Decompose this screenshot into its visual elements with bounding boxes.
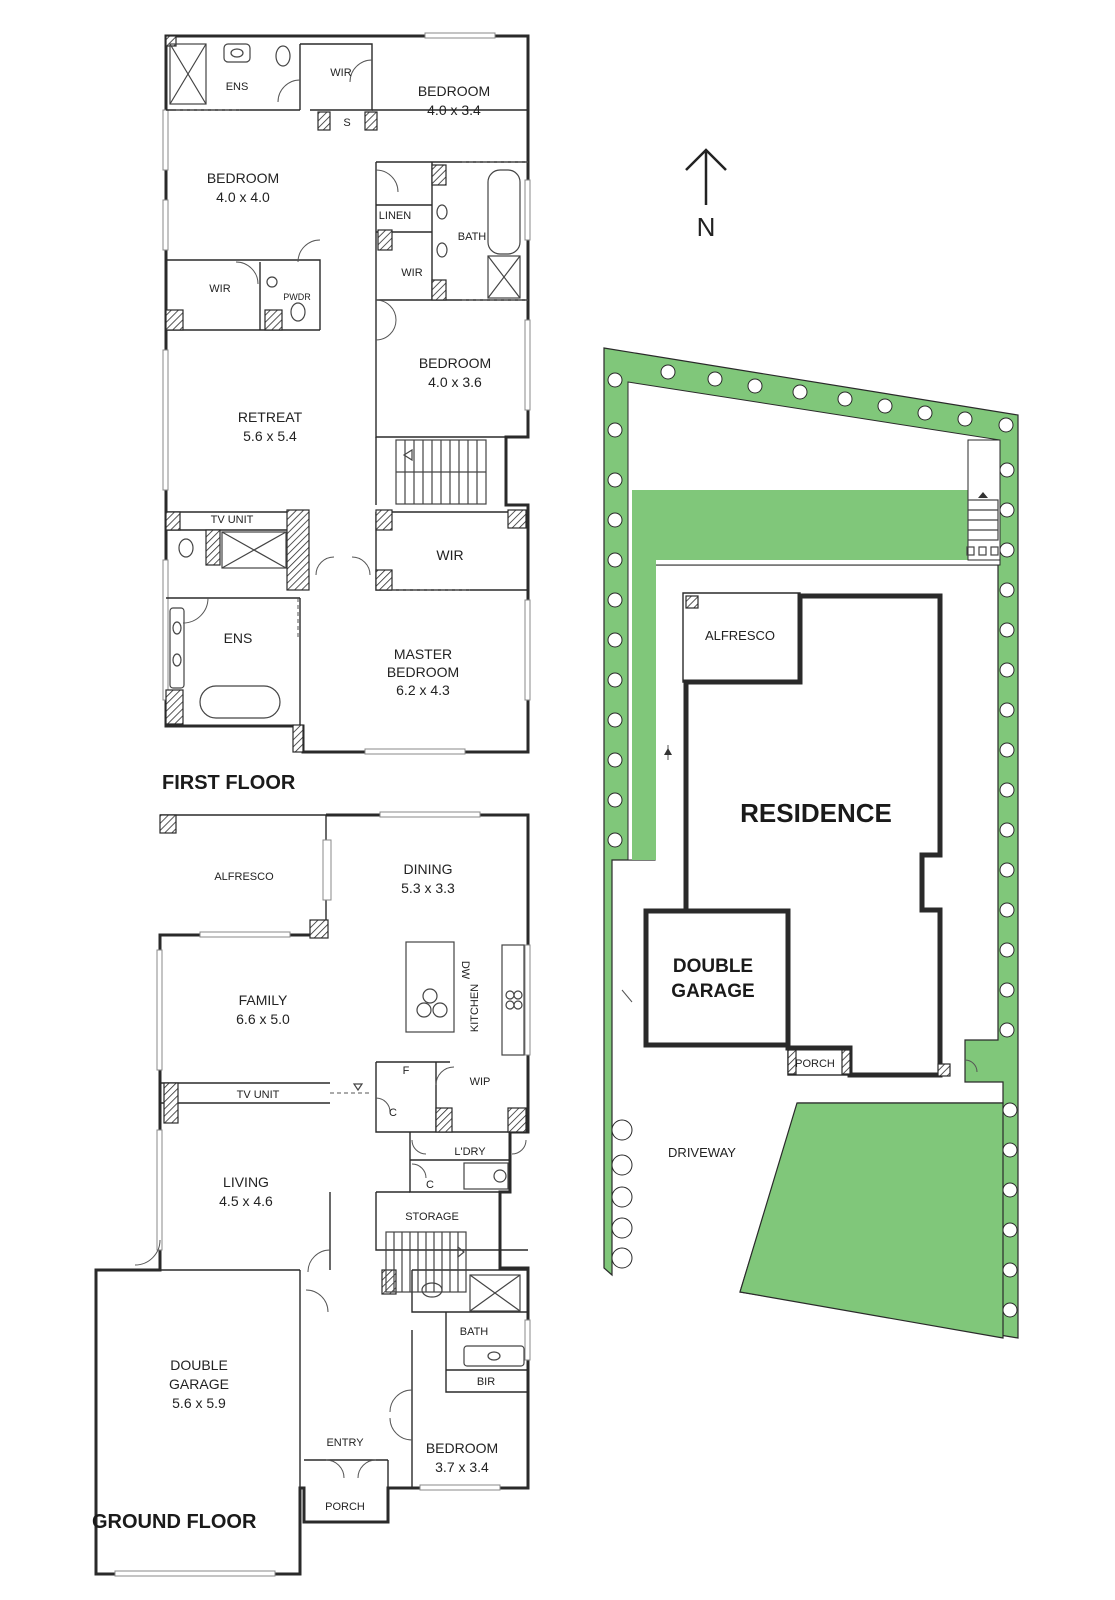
gf-garage-size: 5.6 x 5.9 <box>172 1395 226 1411</box>
ff-master-size: 6.2 x 4.3 <box>396 682 450 698</box>
ff-bedroom-ne-label: BEDROOM <box>418 83 490 99</box>
ff-retreat-size: 5.6 x 5.4 <box>243 428 297 444</box>
north-arrow-icon <box>685 148 727 205</box>
gf-garage-label-2: GARAGE <box>169 1376 229 1392</box>
gf-living-label: LIVING <box>223 1174 269 1190</box>
ff-wir-mid-label: WIR <box>401 267 422 279</box>
ff-master-label-2: BEDROOM <box>387 664 459 680</box>
site-garage-label-1: DOUBLE <box>673 956 753 977</box>
gf-storage-label: STORAGE <box>405 1211 459 1223</box>
gf-garage-label-1: DOUBLE <box>170 1357 228 1373</box>
gf-family-size: 6.6 x 5.0 <box>236 1011 290 1027</box>
gf-bir-label: BIR <box>477 1376 495 1388</box>
gf-alfresco-label: ALFRESCO <box>214 871 274 883</box>
ff-linen-label: LINEN <box>379 210 411 222</box>
ff-master-label-1: MASTER <box>394 646 452 662</box>
trees-icon <box>607 364 1018 1318</box>
gf-wip-label: WIP <box>470 1076 491 1088</box>
gf-dining-size: 5.3 x 3.3 <box>401 880 455 896</box>
site-garage-label-2: GARAGE <box>671 981 754 1002</box>
ff-wir-top-label: WIR <box>330 67 351 79</box>
site-residence-label: RESIDENCE <box>740 798 892 828</box>
gf-cupboard-1-label: C <box>389 1107 397 1119</box>
ff-bedroom-e-label: BEDROOM <box>419 355 491 371</box>
gf-dining-label: DINING <box>404 861 453 877</box>
gf-bedroom-label: BEDROOM <box>426 1440 498 1456</box>
gf-tv-unit-label: TV UNIT <box>237 1089 280 1101</box>
gf-porch-label: PORCH <box>325 1501 365 1513</box>
gf-bath-label: BATH <box>460 1326 489 1338</box>
site-plan: N <box>603 148 1019 1339</box>
ff-bedroom-nw-label: BEDROOM <box>207 170 279 186</box>
ff-bedroom-nw-size: 4.0 x 4.0 <box>216 189 270 205</box>
ff-ens-master-label: ENS <box>224 630 253 646</box>
gf-laundry-label: L'DRY <box>454 1146 486 1158</box>
ff-bedroom-ne-size: 4.0 x 3.4 <box>427 102 481 118</box>
ff-retreat-label: RETREAT <box>238 409 303 425</box>
site-alfresco-label: ALFRESCO <box>705 628 775 643</box>
gf-living-size: 4.5 x 4.6 <box>219 1193 273 1209</box>
ff-wir-left-label: WIR <box>209 283 230 295</box>
gf-cupboard-2-label: C <box>426 1179 434 1191</box>
site-porch-label: PORCH <box>795 1058 835 1070</box>
ff-ens-top-label: ENS <box>226 81 249 93</box>
gf-entry-label: ENTRY <box>326 1437 364 1449</box>
gf-kitchen-label: KITCHEN <box>469 984 481 1032</box>
gf-bedroom-size: 3.7 x 3.4 <box>435 1459 489 1475</box>
north-label: N <box>697 212 716 242</box>
first-floor-title: FIRST FLOOR <box>162 772 296 794</box>
ff-store-label: S <box>343 117 350 129</box>
ground-floor-title: GROUND FLOOR <box>92 1511 257 1533</box>
ff-pwdr-label: PWDR <box>283 292 311 302</box>
ground-floor-plan: ALFRESCO DINING 5.3 x 3.3 FAMILY 6.6 x 5… <box>92 811 531 1577</box>
site-driveway-label: DRIVEWAY <box>668 1145 736 1160</box>
gf-fridge-label: F <box>403 1065 410 1077</box>
ff-tv-unit-label: TV UNIT <box>211 514 254 526</box>
gf-dw-label: DW <box>459 961 471 980</box>
ff-wir-master-label: WIR <box>436 547 463 563</box>
ff-bedroom-e-size: 4.0 x 3.6 <box>428 374 482 390</box>
first-floor-plan: ENS WIR BEDROOM 4.0 x 3.4 S BEDROOM 4.0 … <box>162 32 531 794</box>
ff-bath-label: BATH <box>458 231 487 243</box>
gf-family-label: FAMILY <box>239 992 288 1008</box>
